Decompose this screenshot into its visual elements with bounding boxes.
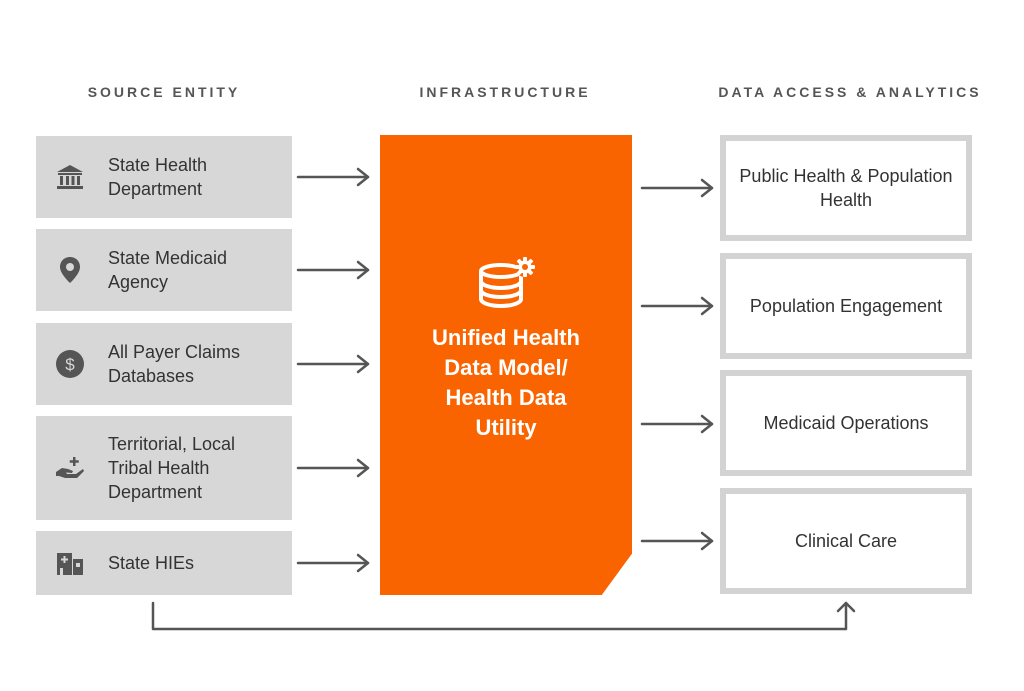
bypass-arrow	[151, 601, 856, 631]
source-header: SOURCE ENTITY	[87, 84, 241, 100]
map-pin-icon	[60, 257, 80, 283]
access-header: DATA ACCESS & ANALYTICS	[718, 84, 982, 100]
source-territorial-tribal: Territorial, Local Tribal Health Departm…	[36, 416, 292, 520]
source-label: Territorial, Local Tribal Health Departm…	[108, 434, 236, 502]
output-medicaid-operations: Medicaid Operations	[720, 370, 972, 476]
dollar-icon: $	[56, 350, 84, 378]
source-state-hies: State HIEs	[36, 531, 292, 595]
hand-plus-icon	[56, 457, 84, 478]
source-all-payer-claims: $ All Payer Claims Databases	[36, 323, 292, 405]
output-label: Clinical Care	[794, 531, 898, 551]
infrastructure-block: Unified Health Data Model/ Health Data U…	[380, 135, 632, 595]
output-label: Public Health & Population Health	[739, 166, 953, 210]
bank-icon	[57, 165, 83, 189]
arrow-source-2	[296, 260, 370, 280]
source-label: All Payer Claims Databases	[108, 342, 241, 386]
source-label: State Health Department	[108, 155, 208, 199]
output-label: Medicaid Operations	[763, 413, 929, 433]
hospital-icon	[57, 553, 83, 575]
arrow-output-1	[640, 178, 714, 198]
output-label: Population Engagement	[749, 296, 943, 316]
arrow-source-4	[296, 458, 370, 478]
arrow-source-5	[296, 553, 370, 573]
infrastructure-title: Unified Health Data Model/ Health Data U…	[432, 325, 580, 440]
output-clinical-care: Clinical Care	[720, 488, 972, 594]
svg-text:$: $	[65, 355, 75, 374]
arrow-output-4	[640, 531, 714, 551]
source-label: State HIEs	[108, 553, 195, 573]
database-gear-icon	[479, 257, 535, 309]
source-label: State Medicaid Agency	[108, 248, 228, 292]
source-state-health-department: State Health Department	[36, 136, 292, 218]
arrow-source-3	[296, 354, 370, 374]
source-state-medicaid-agency: State Medicaid Agency	[36, 229, 292, 311]
infrastructure-header: INFRASTRUCTURE	[419, 84, 591, 100]
arrow-output-2	[640, 296, 714, 316]
output-public-health: Public Health & Population Health	[720, 135, 972, 241]
arrow-source-1	[296, 167, 370, 187]
output-population-engagement: Population Engagement	[720, 253, 972, 359]
arrow-output-3	[640, 414, 714, 434]
